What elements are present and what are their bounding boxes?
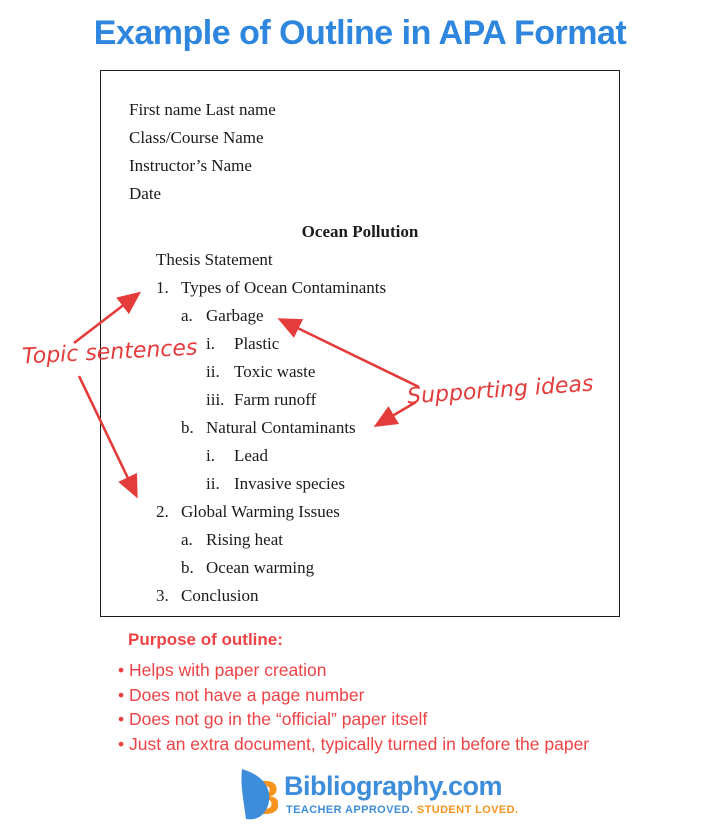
outline-marker: ii.: [206, 474, 220, 493]
header-line: Date: [129, 184, 162, 203]
outline-item: i. Lead: [206, 442, 619, 470]
outline-item: 3. Conclusion: [156, 582, 619, 610]
document-title: Ocean Pollution: [301, 222, 419, 241]
outline-item: b. Natural Contaminants: [181, 414, 619, 442]
outline-text: Rising heat: [206, 530, 283, 549]
purpose-bullet: Does not go in the “official” paper itse…: [118, 707, 589, 732]
outline-text: Global Warming Issues: [181, 502, 340, 521]
document-header: First name Last name Class/Course Name I…: [129, 96, 619, 208]
brand-name: Bibliography.com: [284, 771, 503, 801]
outline-marker: b.: [181, 418, 194, 437]
outline-marker: i.: [206, 334, 215, 353]
header-line: First name Last name: [129, 100, 276, 119]
brand-tagline: TEACHER APPROVED. STUDENT LOVED.: [286, 804, 518, 816]
outline-item: i. Plastic: [206, 330, 619, 358]
purpose-list: Helps with paper creation Does not have …: [118, 658, 589, 757]
outline-item: ii. Invasive species: [206, 470, 619, 498]
outline-document: First name Last name Class/Course Name I…: [100, 70, 620, 617]
purpose-heading: Purpose of outline:: [128, 630, 283, 649]
outline-marker: a.: [181, 530, 193, 549]
header-line: Instructor’s Name: [129, 156, 252, 175]
page-title: Example of Outline in APA Format: [93, 14, 627, 52]
outline-item: 2. Global Warming Issues: [156, 498, 619, 526]
outline-marker: iii.: [206, 390, 225, 409]
outline-text: Lead: [234, 446, 268, 465]
outline-item: a. Garbage: [181, 302, 619, 330]
outline-text: Plastic: [234, 334, 280, 353]
tagline-student: STUDENT LOVED.: [416, 804, 519, 816]
outline-marker: 2.: [156, 502, 169, 521]
tagline-teacher: TEACHER APPROVED.: [286, 804, 414, 816]
outline-item: iii. Farm runoff: [206, 386, 619, 414]
bibliography-logo-icon: B: [241, 769, 278, 822]
purpose-bullet: Helps with paper creation: [118, 658, 589, 683]
outline-text: Toxic waste: [234, 362, 316, 381]
outline-marker: ii.: [206, 362, 220, 381]
purpose-bullet: Does not have a page number: [118, 683, 589, 708]
outline-marker: 1.: [156, 278, 169, 297]
header-line: Class/Course Name: [129, 128, 264, 147]
outline-text: Types of Ocean Contaminants: [181, 278, 387, 297]
outline-item: a. Rising heat: [181, 526, 619, 554]
outline-marker: b.: [181, 558, 194, 577]
outline-text: Ocean warming: [206, 558, 315, 577]
outline-marker: 3.: [156, 586, 169, 605]
footer-brand-block: B Bibliography.com TEACHER APPROVED. STU…: [0, 765, 720, 825]
outline-item: 1. Types of Ocean Contaminants: [156, 274, 619, 302]
outline-text: Farm runoff: [234, 390, 317, 409]
outline-item: b. Ocean warming: [181, 554, 619, 582]
thesis-statement: Thesis Statement: [156, 250, 273, 269]
outline-marker: i.: [206, 446, 215, 465]
outline-text: Natural Contaminants: [206, 418, 356, 437]
outline-text: Conclusion: [181, 586, 259, 605]
outline-text: Invasive species: [234, 474, 345, 493]
outline-marker: a.: [181, 306, 193, 325]
purpose-bullet: Just an extra document, typically turned…: [118, 732, 589, 757]
outline-text: Garbage: [206, 306, 264, 325]
